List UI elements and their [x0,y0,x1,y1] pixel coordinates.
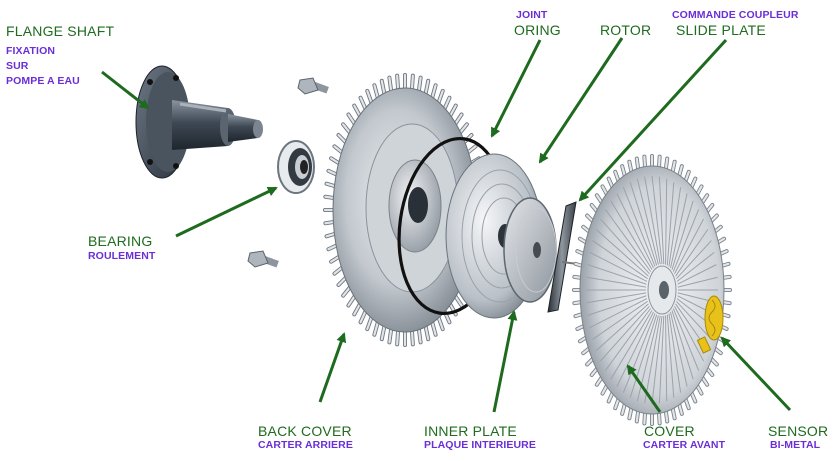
flange-shaft-fr-line-3: POMPE A EAU [6,75,80,87]
oring-label: ORING [514,22,561,38]
cover-label: COVER [644,423,695,439]
bimetal-coil-icon [696,295,724,354]
arrow-back-cover [318,332,347,403]
bolt-icon [297,77,329,95]
flange-shaft-fr-line-2: SUR [6,60,29,72]
back-cover-label: BACK COVER [258,423,352,439]
arrow-cover [626,364,662,413]
sensor-label: SENSOR [768,423,829,439]
arrow-oring [490,39,542,138]
bolt-icon [247,250,279,268]
bearing-ring-icon [277,140,315,194]
slide-plate-label: SLIDE PLATE [676,22,766,38]
back-cover-fr-label: CARTER ARRIERE [258,439,353,451]
arrow-sensor [720,336,792,412]
inner-plate-label: INNER PLATE [424,423,517,439]
bearing-fr-label: ROULEMENT [88,250,156,262]
arrow-inner-plate [492,310,518,413]
plate-disc-icon [503,197,557,303]
flange-shaft-icon [135,65,263,179]
rotor-label: ROTOR [600,22,652,38]
arrow-slide-plate [578,38,728,202]
finned-cover-icon [572,154,732,426]
slide-plate-fr-label: COMMANDE COUPLEUR [672,9,799,21]
flange-shaft-fr-line-1: FIXATION [6,45,56,57]
arrow-bearing [175,186,278,238]
joint-fr-label: JOINT [516,9,548,21]
arrow-rotor [538,37,624,164]
cover-fr-label: CARTER AVANT [643,439,726,451]
bearing-label: BEARING [88,233,153,249]
flange-shaft-label: FLANGE SHAFT [6,23,115,39]
arrow-flange-shaft [101,70,150,110]
leader-arrows [101,37,792,413]
inner-plate-fr-label: PLAQUE INTERIEURE [424,439,536,451]
sensor-fr-label: BI-METAL [770,439,821,451]
